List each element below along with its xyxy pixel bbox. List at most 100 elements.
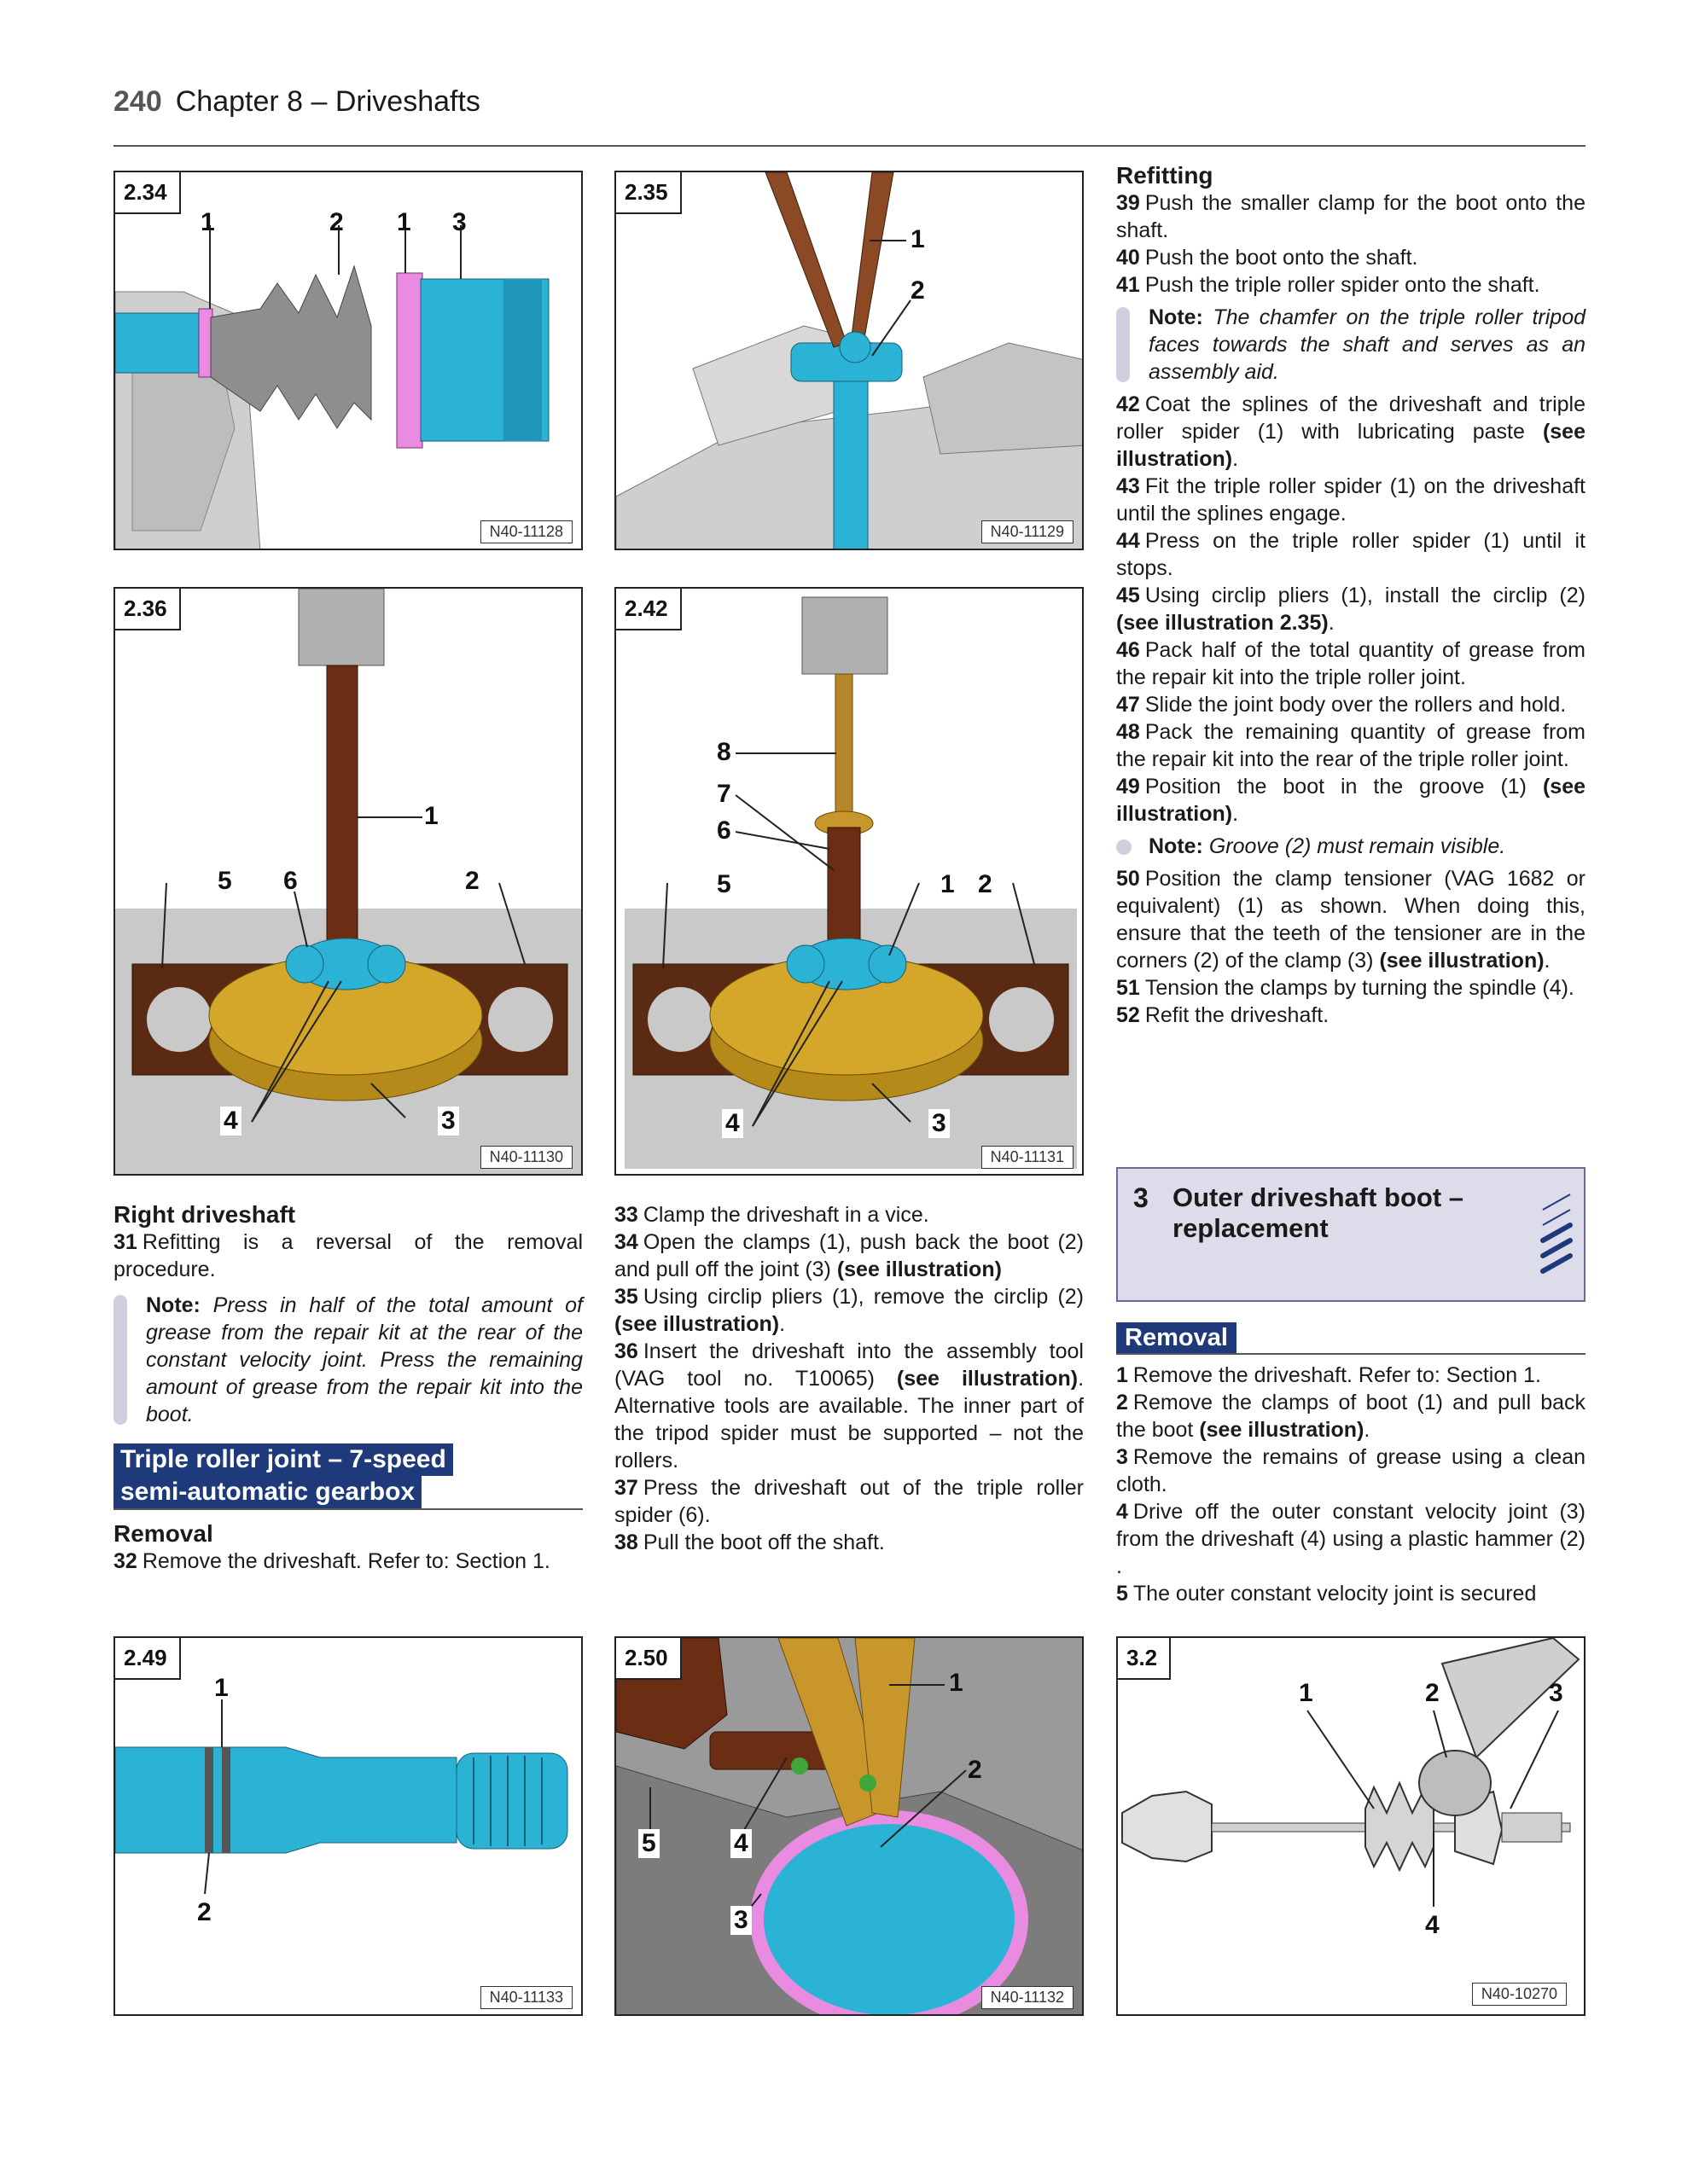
- figure-3-2: 3.2 1 2 3 4 N40-10270: [1116, 1636, 1586, 2016]
- callout: 1: [911, 225, 925, 253]
- callout: 1: [1299, 1679, 1313, 1707]
- chapter-title: Chapter 8 – Driveshafts: [175, 85, 480, 118]
- note-bar: [113, 1295, 127, 1425]
- spider-fitting-illustration: [616, 589, 1082, 1174]
- figure-reference: N40-11129: [980, 520, 1074, 543]
- figure-reference: N40-10270: [1471, 1983, 1567, 2006]
- note-box: Note: The chamfer on the triple roller t…: [1116, 304, 1586, 386]
- callout: 1: [397, 208, 411, 236]
- refitting-heading: Refitting: [1116, 162, 1213, 189]
- callout: 4: [722, 1109, 743, 1138]
- figure-2-49: 2.49 1 2 N40-11133: [113, 1636, 583, 2016]
- removal-rule: [1116, 1353, 1586, 1355]
- callout: 6: [283, 867, 298, 895]
- figure-reference: N40-11132: [980, 1986, 1074, 2009]
- section-number: 3: [1133, 1182, 1149, 1213]
- figure-number: 3.2: [1118, 1638, 1172, 1680]
- callout: 6: [717, 816, 731, 845]
- page-header: 240 Chapter 8 – Driveshafts: [113, 85, 480, 119]
- figure-2-34: 2.34 1 2 1 3 N40-11128: [113, 171, 583, 550]
- callout: 3: [730, 1906, 752, 1935]
- header-rule: [113, 145, 1586, 147]
- callout: 1: [201, 208, 215, 236]
- callout: 5: [218, 867, 232, 895]
- callout: 5: [638, 1829, 660, 1858]
- figure-number: 2.50: [616, 1638, 682, 1680]
- callout: 1: [424, 802, 439, 830]
- callout: 7: [717, 780, 731, 808]
- figure-2-36: 2.36 1 5 6 2 4 3 N40-11130: [113, 587, 583, 1176]
- callout: 4: [1425, 1911, 1440, 1939]
- callout: 1: [214, 1674, 229, 1702]
- section-title-box: 3 Outer driveshaft boot –replacement: [1116, 1167, 1586, 1302]
- figure-reference: N40-11128: [480, 520, 573, 543]
- note-bar: [1116, 307, 1130, 382]
- callout: 2: [968, 1756, 982, 1784]
- figure-2-35: 2.35 1 2 N40-11129: [614, 171, 1084, 550]
- callout: 3: [1549, 1679, 1563, 1707]
- note-box: Note: Press in half of the total amount …: [113, 1292, 583, 1428]
- figure-number: 2.34: [115, 172, 181, 214]
- note-box: Note: Groove (2) must remain visible.: [1116, 833, 1586, 860]
- callout: 2: [329, 208, 344, 236]
- callout: 5: [717, 870, 731, 898]
- page-number: 240: [113, 85, 162, 118]
- boot-clamps-illustration: [115, 172, 581, 549]
- callout: 2: [1425, 1679, 1440, 1707]
- difficulty-spanner-icon: [1540, 1194, 1573, 1274]
- callout: 3: [928, 1109, 950, 1138]
- callout: 1: [949, 1669, 963, 1697]
- callout: 2: [978, 870, 992, 898]
- callout: 2: [911, 276, 925, 305]
- callout: 3: [452, 208, 467, 236]
- figure-reference: N40-11131: [980, 1146, 1074, 1169]
- figure-number: 2.36: [115, 589, 181, 630]
- figure-reference: N40-11133: [480, 1986, 573, 2009]
- figure-2-50: 2.50 1 2 5 4 3 N40-11132: [614, 1636, 1084, 2016]
- figure-2-42: 2.42 8 7 6 5 1 2 4 3 N40-11131: [614, 587, 1084, 1176]
- callout: 2: [197, 1898, 212, 1926]
- callout: 2: [465, 867, 480, 895]
- figure-number: 2.35: [616, 172, 682, 214]
- outer-cv-joint-illustration: [1118, 1638, 1584, 2014]
- driveshaft-groove-illustration: [115, 1638, 581, 2014]
- removal-heading-box: Removal: [1116, 1322, 1586, 1355]
- note-dot: [1116, 839, 1132, 855]
- assembly-tool-illustration: [115, 589, 581, 1174]
- figure-reference: N40-11130: [480, 1146, 573, 1169]
- clamp-tensioner-illustration: [616, 1638, 1082, 2014]
- callout: 4: [220, 1107, 241, 1136]
- callout: 1: [940, 870, 955, 898]
- section-title: Outer driveshaft boot –replacement: [1172, 1182, 1464, 1243]
- figure-number: 2.49: [115, 1638, 181, 1680]
- section-heading: Right driveshaft: [113, 1201, 296, 1228]
